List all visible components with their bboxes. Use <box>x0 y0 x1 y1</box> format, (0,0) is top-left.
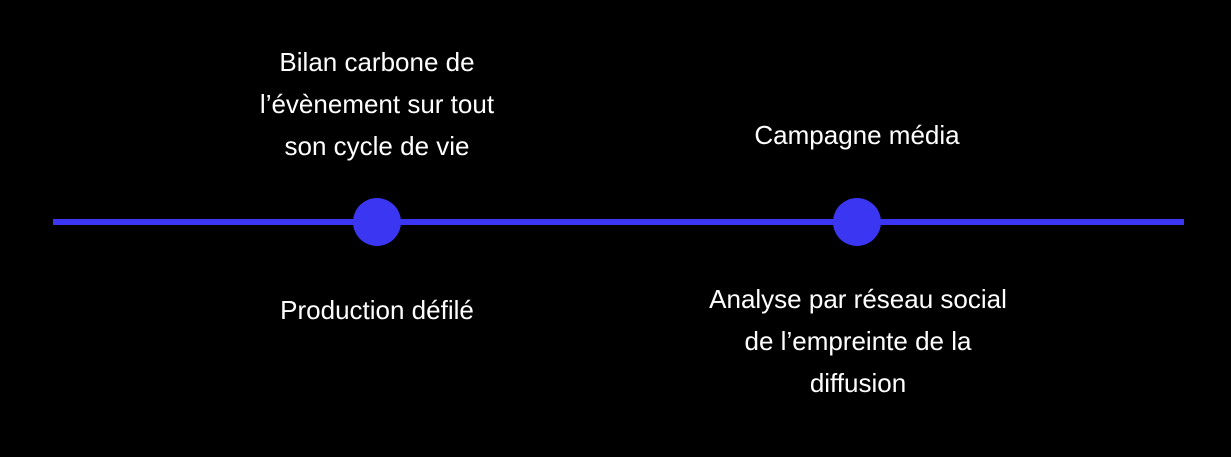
label-line: Bilan carbone de <box>279 47 475 77</box>
label-line: de l’empreinte de la <box>744 326 972 356</box>
label-line: l’évènement sur tout <box>259 89 495 119</box>
timeline-node-2 <box>833 198 881 246</box>
milestone-2-bottom-label: Analyse par réseau social de l’empreinte… <box>668 278 1048 404</box>
milestone-2-top-label: Campagne média <box>707 114 1007 156</box>
timeline-node-1 <box>353 198 401 246</box>
milestone-1-top-label: Bilan carbone de l’évènement sur tout so… <box>227 41 527 167</box>
label-line: Analyse par réseau social <box>709 284 1007 314</box>
label-line: Campagne média <box>754 120 960 150</box>
timeline-line <box>53 219 1184 225</box>
label-line: son cycle de vie <box>284 131 470 161</box>
milestone-1-bottom-label: Production défilé <box>227 289 527 331</box>
label-line: diffusion <box>809 368 907 398</box>
label-line: Production défilé <box>280 295 474 325</box>
